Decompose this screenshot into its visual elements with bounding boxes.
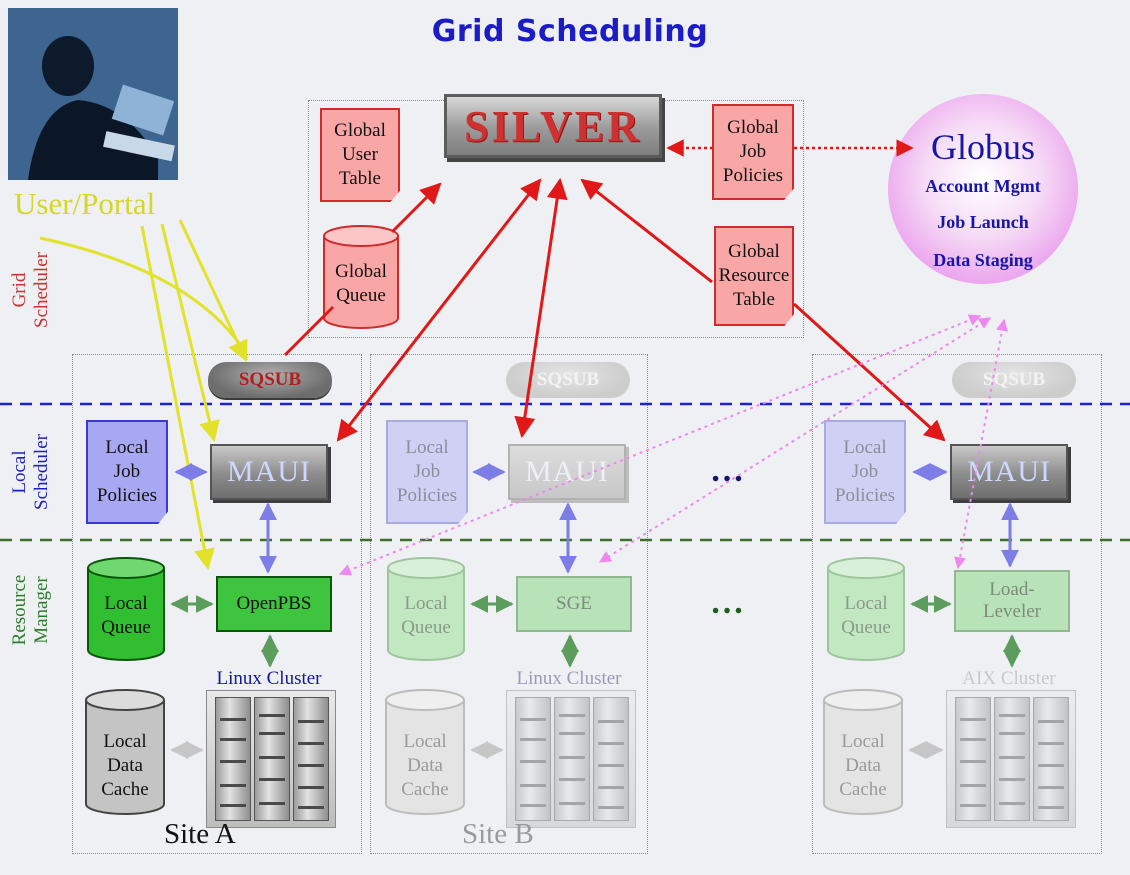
cluster-label-site-c: AIX Cluster [962,668,1056,689]
global-resource-table-text: Global Resource Table [718,241,790,310]
local-scheduler-text: Local Scheduler [9,434,52,510]
ellipsis-local: … [710,452,748,489]
cluster-label-site-a: Linux Cluster [216,668,322,689]
grid-scheduler-label: Grid Scheduler [9,245,53,335]
local-data-cache-site-b: Local Data Cache [384,688,466,816]
globus-item-staging: Data Staging [933,250,1033,270]
globus-bubble [888,94,1078,284]
local-queue-site-c: Local Queue [826,556,906,662]
maui-site-b: MAUI [508,444,626,500]
cluster-label-site-b: Linux Cluster [516,668,622,689]
local-data-cache-site-c: Local Data Cache [822,688,904,816]
local-queue-site-b: Local Queue [386,556,466,662]
local-job-policies-site-b: Local Job Policies [386,420,468,524]
local-data-cache-text-c: Local Data Cache [839,731,887,800]
maui-site-a: MAUI [210,444,328,500]
ellipsis-resource: … [710,584,748,621]
local-queue-text-c: Local Queue [841,593,891,638]
global-user-table-text: Global User Table [334,120,386,189]
local-queue-text-b: Local Queue [401,593,451,638]
local-data-cache-site-a: Local Data Cache [84,688,166,816]
user-photo [8,8,178,180]
local-job-policies-site-a: Local Job Policies [86,420,168,524]
local-job-policies-site-c: Local Job Policies [824,420,906,524]
site-a-label: Site A [164,818,236,850]
local-job-policies-text-b: Local Job Policies [396,437,458,506]
local-job-policies-text-c: Local Job Policies [834,437,896,506]
sge-box: SGE [516,576,632,632]
global-resource-table: Global Resource Table [714,226,794,326]
local-queue-site-a: Local Queue [86,556,166,662]
aix-cluster-rack-c [946,690,1076,828]
globus-item-account: Account Mgmt [925,176,1041,196]
global-user-table: Global User Table [320,108,400,202]
resource-manager-text: Resource Manager [9,574,52,646]
resource-manager-label: Resource Manager [9,565,53,655]
global-job-policies-text: Global Job Policies [722,117,784,186]
global-queue: Global Queue [322,224,400,330]
openpbs-box: OpenPBS [216,576,332,632]
sqsub-site-b: SQSUB [506,362,630,398]
grid-scheduler-text: Grid Scheduler [9,252,52,328]
silver-scheduler: SILVER [444,94,662,158]
sqsub-site-a: SQSUB [208,362,332,398]
sqsub-site-c: SQSUB [952,362,1076,398]
global-queue-text: Global Queue [335,261,387,306]
local-data-cache-text-a: Local Data Cache [101,731,149,800]
linux-cluster-rack-a [206,690,336,828]
local-scheduler-label: Local Scheduler [9,427,53,517]
site-b-label: Site B [462,818,534,850]
maui-site-c: MAUI [950,444,1068,500]
local-job-policies-text-a: Local Job Policies [96,437,158,506]
globus-item-launch: Job Launch [937,212,1029,232]
local-data-cache-text-b: Local Data Cache [401,731,449,800]
global-job-policies: Global Job Policies [712,104,794,200]
diagram-title: Grid Scheduling [431,14,709,49]
local-queue-text-a: Local Queue [101,593,151,638]
linux-cluster-rack-b [506,690,636,828]
globus-title: Globus [930,127,1035,167]
user-portal-label: User/Portal [14,186,156,221]
loadleveler-box: Load- Leveler [954,570,1070,632]
